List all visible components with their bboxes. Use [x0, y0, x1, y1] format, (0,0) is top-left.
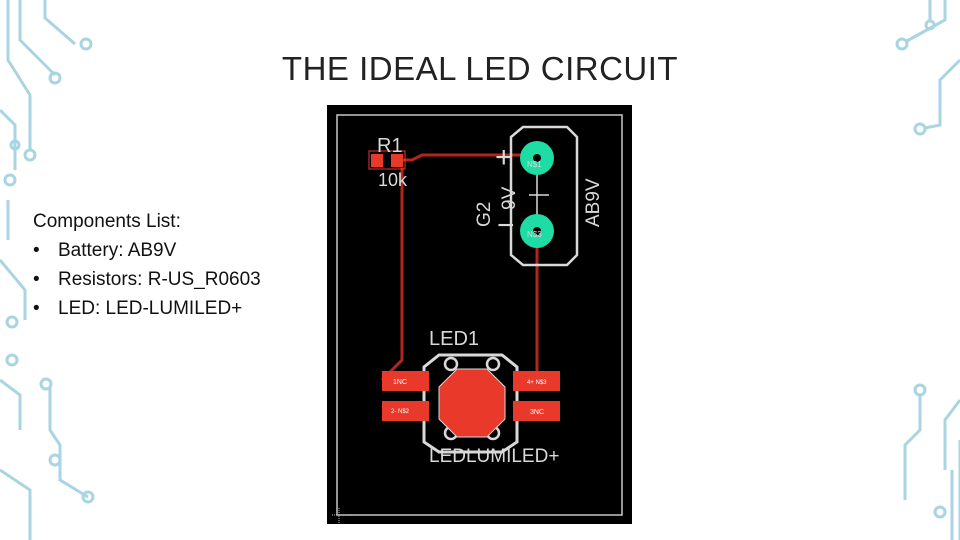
component-led: LED: LED-LUMILED+ [33, 294, 261, 323]
component-resistor: Resistors: R-US_R0603 [33, 265, 261, 294]
battery-voltage: 9V [499, 186, 520, 210]
origin-marker [332, 508, 347, 523]
led-pad-2-label: 2- N$2 [391, 409, 410, 415]
led-pad-3-label: 3NC [530, 409, 544, 416]
led-corner-circle-top-right [485, 356, 501, 372]
led-pad-3 [513, 401, 560, 421]
pcb-board-background [327, 105, 632, 524]
components-items: Battery: AB9V Resistors: R-US_R0603 LED:… [33, 236, 261, 323]
resistor-value: 10k [378, 170, 408, 190]
components-heading: Components List: [33, 211, 181, 232]
slide-title: THE IDEAL LED CIRCUIT [281, 50, 679, 87]
led-part: LEDLUMILED+ [429, 446, 559, 467]
component-battery: Battery: AB9V [33, 236, 261, 265]
led-pad-2 [382, 401, 429, 421]
pcb-layout: R1 10k N$1 N$3 + − G2 9V AB9V LED1 1NC 2… [327, 105, 632, 524]
led-lens [438, 368, 506, 438]
battery-outline [509, 125, 579, 267]
led-pad-4-label: 4+ N$3 [527, 380, 547, 386]
resistor-outline [368, 150, 406, 170]
circuit-decoration-right [895, 0, 960, 540]
led-pad-1-label: 1NC [393, 379, 407, 386]
led-name: LED1 [429, 328, 479, 350]
trace-resistor-to-battery [396, 153, 537, 162]
battery-pad-bottom-hole [533, 227, 541, 235]
led-pad-4 [513, 371, 560, 391]
battery-plus-symbol: + [495, 141, 513, 174]
battery-part: AB9V [583, 178, 604, 227]
battery-minus-symbol: − [497, 209, 515, 242]
resistor-name: R1 [377, 135, 403, 157]
led-pad-1 [382, 371, 429, 391]
led-outline [422, 353, 519, 454]
battery-pad-top-label: N$1 [527, 160, 542, 169]
resistor-pad-right [391, 154, 403, 167]
battery-pad-bottom-label: N$3 [527, 230, 542, 239]
circuit-decoration-left [0, 0, 95, 540]
pcb-board-outline [336, 114, 623, 516]
battery-pad-top-hole [533, 154, 541, 162]
battery-name: G2 [474, 202, 495, 227]
led-corner-circle-top-left [443, 356, 459, 372]
resistor-pad-left [371, 154, 383, 167]
components-list: Components List: Battery: AB9V Resistors… [33, 207, 261, 323]
